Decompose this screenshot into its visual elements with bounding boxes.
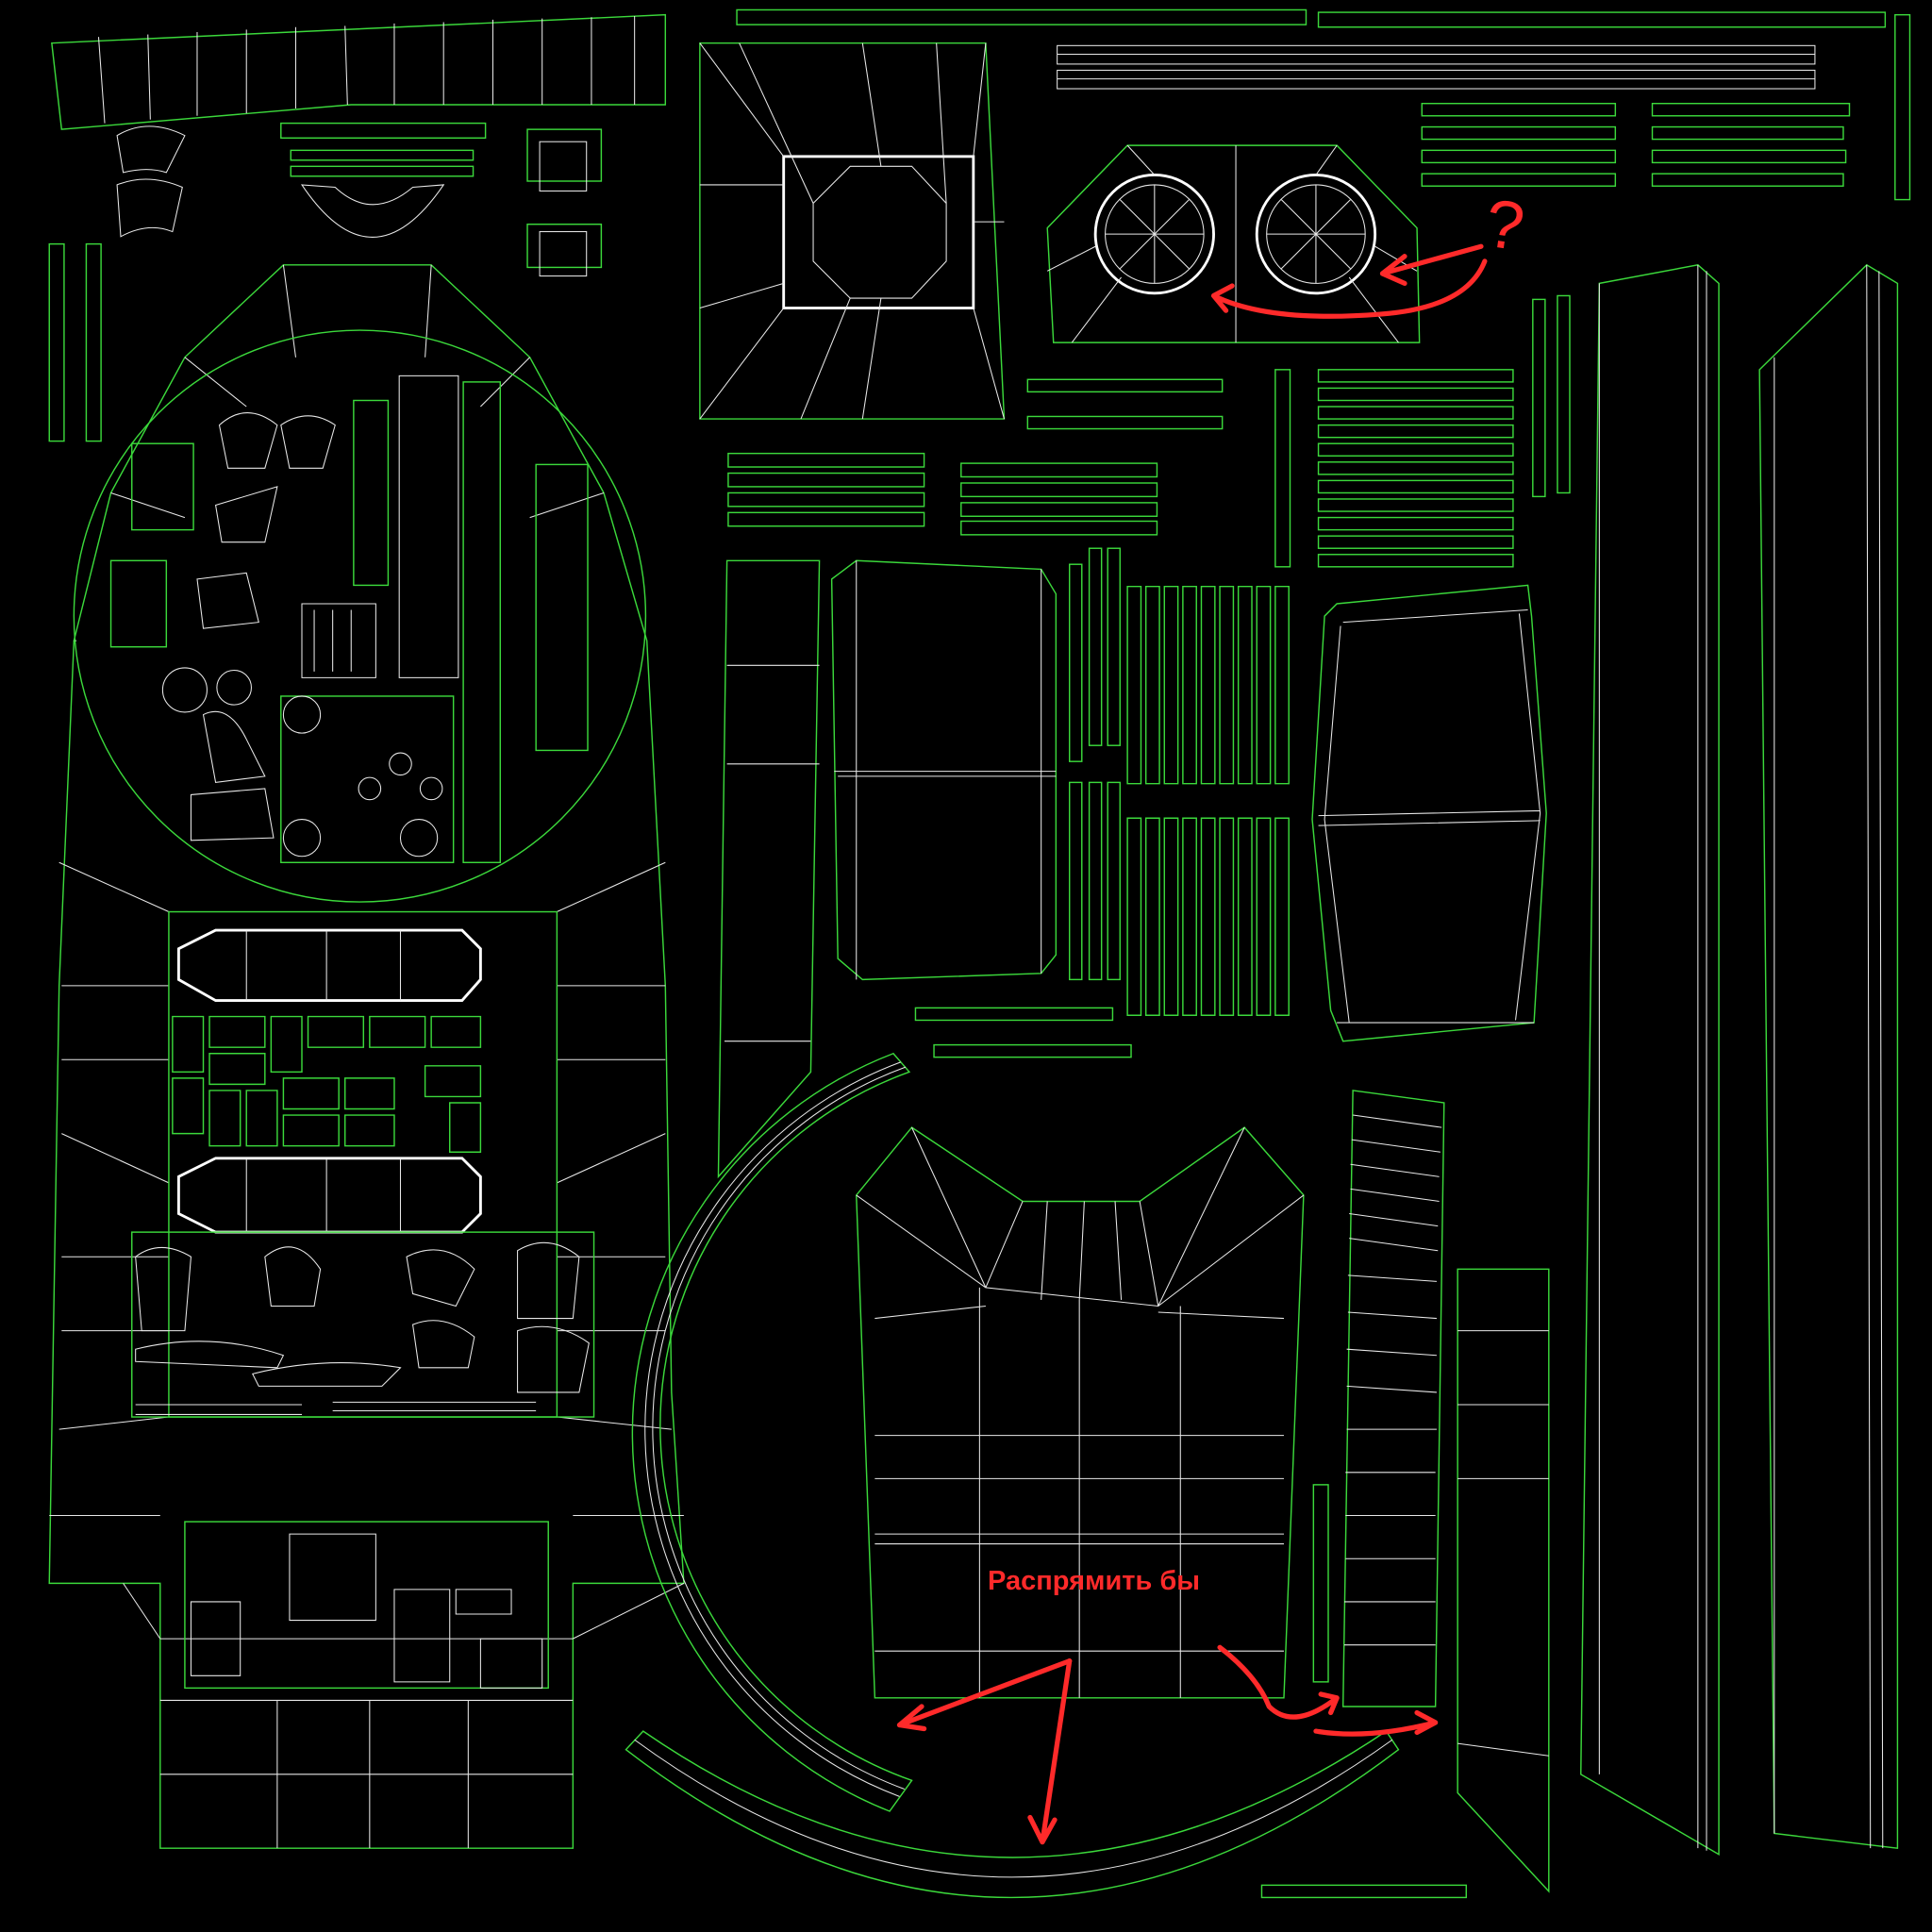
arrow-to-right-strip xyxy=(1217,1644,1340,1720)
uv-island-middle-boxes xyxy=(717,559,1547,1179)
annotation-straighten-note: Распрямить бы xyxy=(988,1566,1201,1596)
arrow-to-bottom-arc xyxy=(1027,1658,1073,1845)
uv-island-main-body xyxy=(48,264,685,1849)
uv-island-lower-center xyxy=(856,1126,1305,1699)
arrow-to-right-circle xyxy=(1379,243,1484,287)
uv-island-top-strips xyxy=(736,8,1911,201)
uv-island-strip-groups xyxy=(727,294,1571,1899)
arrow-to-tall-strip xyxy=(1313,1709,1439,1737)
uv-island-arc-strips xyxy=(625,1052,1400,1898)
arrow-to-left-arc xyxy=(896,1658,1073,1732)
uv-island-double-circle xyxy=(1046,144,1421,343)
uv-island-right-strips xyxy=(1341,263,1899,1893)
uv-island-small-parts-top xyxy=(48,122,603,442)
arrow-to-left-circle xyxy=(1210,258,1488,319)
uv-island-top-square xyxy=(699,42,1006,420)
annotation-arrows xyxy=(896,243,1488,1845)
uv-island-top-banner xyxy=(51,13,667,130)
